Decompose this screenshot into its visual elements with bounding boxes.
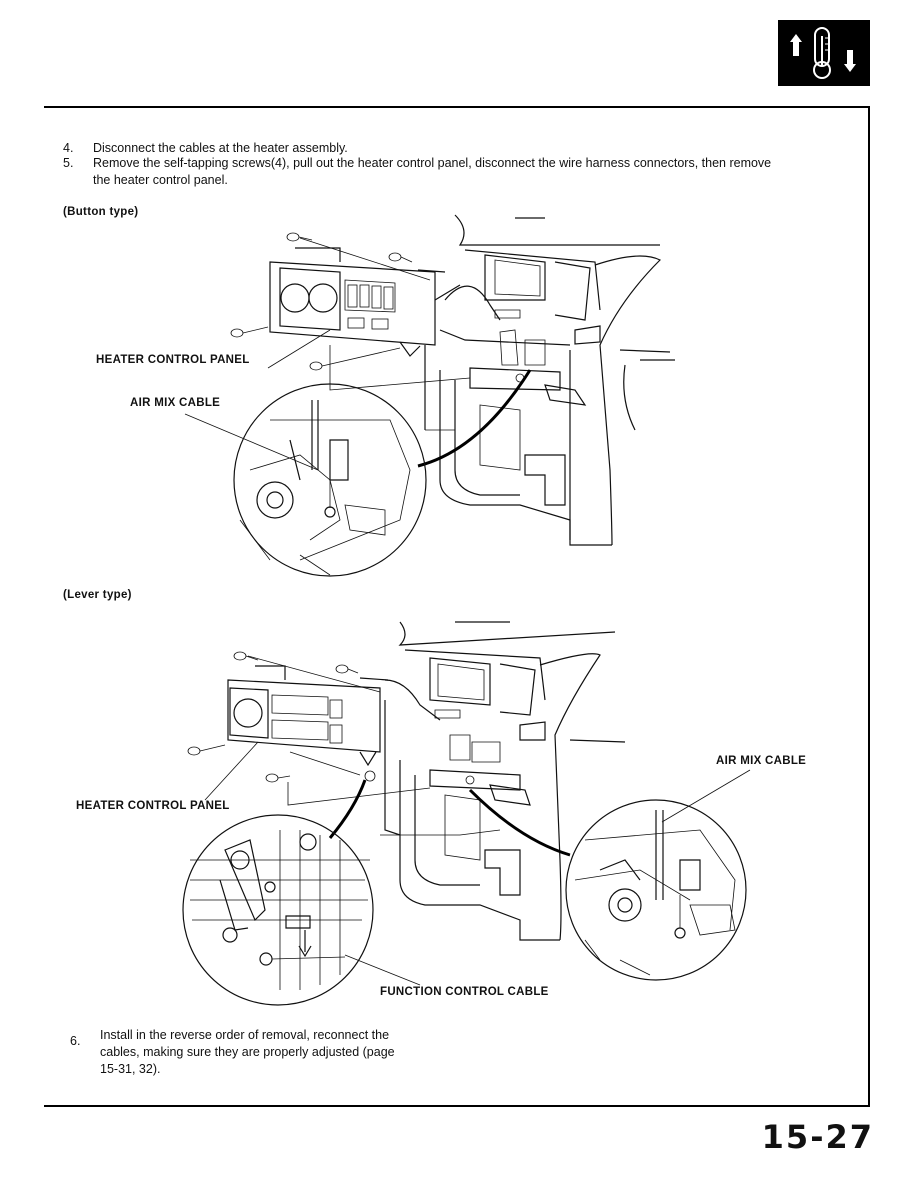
step-5: 5. Remove the self-tapping screws(4), pu…: [63, 155, 863, 191]
bottom-divider: [44, 1105, 870, 1107]
function-control-cable-label: FUNCTION CONTROL CABLE: [380, 986, 549, 998]
air-mix-cable-label-lever: AIR MIX CABLE: [716, 755, 807, 767]
step-text: Disconnect the cables at the heater asse…: [93, 141, 348, 155]
step-text-line-3: 15-31, 32).: [100, 1062, 161, 1076]
heater-section-icon: [778, 20, 870, 86]
step-4: 4. Disconnect the cables at the heater a…: [63, 140, 863, 158]
right-divider: [868, 106, 870, 1106]
step-6: 6. Install in the reverse order of remov…: [70, 1027, 470, 1081]
step-text-line-2: the heater control panel.: [93, 173, 228, 187]
air-mix-cable-label: AIR MIX CABLE: [130, 397, 221, 409]
lever-type-heading: (Lever type): [63, 589, 132, 601]
step-text-line-2: cables, making sure they are properly ad…: [100, 1045, 395, 1059]
page-number: 15-27: [761, 1118, 874, 1156]
step-number: 5.: [63, 156, 74, 170]
button-type-heading: (Button type): [63, 206, 139, 218]
heater-control-panel-label-lever: HEATER CONTROL PANEL: [76, 800, 230, 812]
heater-control-panel-label: HEATER CONTROL PANEL: [96, 354, 250, 366]
step-text-line-1: Remove the self-tapping screws(4), pull …: [93, 156, 772, 170]
top-divider: [44, 106, 870, 108]
step-number: 4.: [63, 141, 74, 155]
step-text-line-1: Install in the reverse order of removal,…: [100, 1028, 390, 1042]
step-number: 6.: [70, 1034, 81, 1048]
